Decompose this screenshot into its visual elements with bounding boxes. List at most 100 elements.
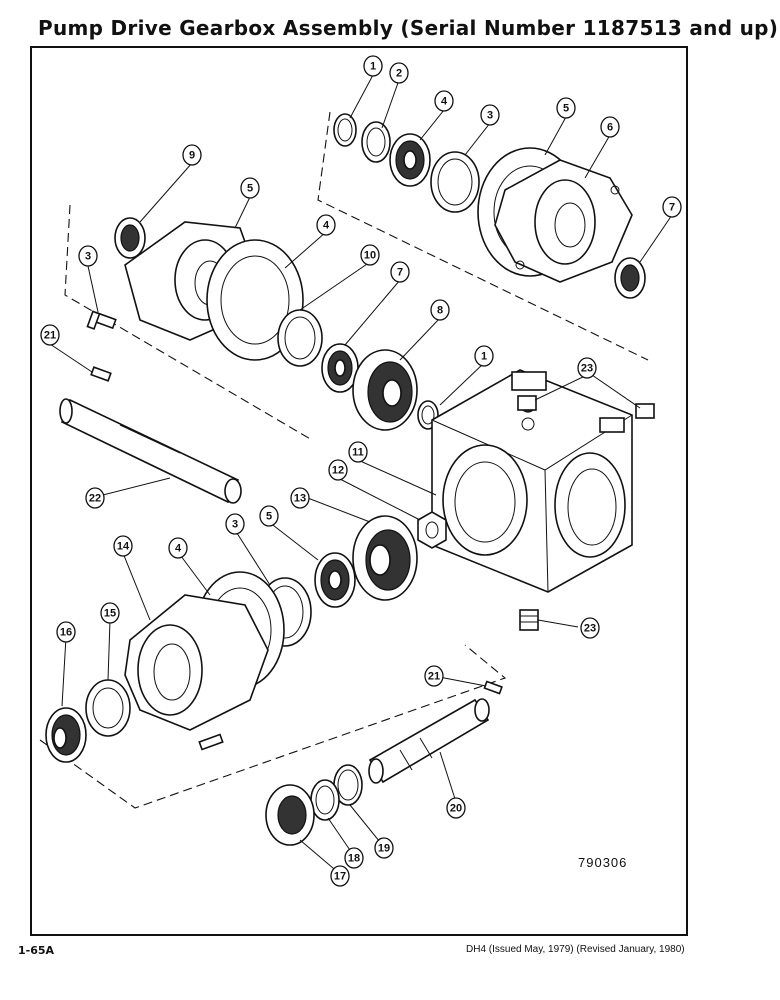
page-title: Pump Drive Gearbox Assembly (Serial Numb… [38,16,779,40]
callout-19: 19 [374,837,394,859]
callout-18: 18 [344,847,364,869]
page-number: 1-65A [18,944,55,957]
callout-7: 7 [390,261,410,283]
callout-4: 4 [168,537,188,559]
callout-21: 21 [40,324,60,346]
callout-2: 2 [389,62,409,84]
callout-number: 3 [487,110,493,122]
key-21-lower [483,680,503,695]
callout-5: 5 [556,97,576,119]
hex-nut-12 [417,511,447,549]
callout-5: 5 [259,505,279,527]
callout-number: 1 [370,61,376,73]
callout-12: 12 [328,459,348,481]
callout-11: 11 [348,441,368,463]
callout-number: 22 [89,493,101,505]
callout-number: 1 [481,351,487,363]
callout-21: 21 [424,665,444,687]
callout-22: 22 [85,487,105,509]
callout-3: 3 [78,245,98,267]
callout-number: 5 [563,103,569,115]
callout-20: 20 [446,797,466,819]
callout-8: 8 [430,299,450,321]
callout-15: 15 [100,602,120,624]
callout-number: 5 [266,511,272,523]
oil-seal-7-right [614,257,646,299]
key-21-upper [90,366,112,382]
callout-3: 3 [225,513,245,535]
pipe-plug-23-bottom [519,609,539,631]
upper-left-group-outline [64,204,313,441]
callout-number: 13 [294,493,306,505]
callout-number: 16 [60,627,72,639]
retaining-ring-1-top [333,113,357,147]
cone-bearing-16 [45,707,87,763]
bearing-cover-6 [494,159,633,283]
lower-group-outline [39,644,507,809]
snap-ring-18 [310,779,340,821]
callout-23: 23 [580,617,600,639]
callout-23: 23 [577,357,597,379]
callout-number: 4 [323,220,330,232]
shim-2 [361,121,391,163]
oil-seal-17 [265,784,315,846]
callout-number: 4 [175,543,182,555]
diagram-frame [30,46,688,936]
pipe-plug-23-right [635,403,655,419]
callout-4: 4 [434,90,454,112]
callout-number: 6 [607,122,613,134]
input-shaft-22 [59,398,242,504]
cone-bearing-4-top [389,133,431,187]
callout-number: 18 [348,853,360,865]
callout-number: 12 [332,465,344,477]
callout-number: 9 [189,150,195,162]
exploded-view-drawing: 1243567953410782112311122213534141516232… [39,55,682,887]
callout-number: 3 [85,251,91,263]
callout-5: 5 [240,177,260,199]
callout-16: 16 [56,621,76,643]
callout-1: 1 [474,345,494,367]
callout-number: 7 [397,267,403,279]
callout-6: 6 [600,116,620,138]
callout-10: 10 [360,244,380,266]
figure-number: 790306 [578,855,627,870]
callout-7: 7 [662,196,682,218]
callout-number: 17 [334,871,346,883]
callout-14: 14 [113,535,133,557]
callout-number: 3 [232,519,238,531]
callout-4: 4 [316,214,336,236]
capscrew-8 [86,310,117,330]
callout-number: 23 [581,363,593,375]
callout-leaders [49,74,673,875]
pipe-plug-23-top [517,395,537,411]
callout-number: 14 [117,541,130,553]
callout-number: 8 [437,305,443,317]
cone-bearing-4-low [314,552,356,608]
callout-9: 9 [182,144,202,166]
callout-1: 1 [363,55,383,77]
callout-13: 13 [290,487,310,509]
bearing-cup-3-mid [277,309,323,367]
bearing-cage-14 [124,594,269,751]
callout-number: 15 [104,608,116,620]
callout-number: 19 [378,843,390,855]
publication-info: DH4 (Issued May, 1979) (Revised January,… [466,944,685,955]
bevel-gear-10 [352,349,418,431]
callout-number: 2 [396,68,402,80]
output-shaft-20 [368,698,490,784]
bearing-cup-3-top [430,151,480,213]
callout-number: 7 [669,202,675,214]
callout-number: 21 [428,671,440,683]
oil-seal-7-left [114,217,146,259]
callout-number: 23 [584,623,596,635]
callout-number: 21 [44,330,56,342]
bevel-gear-13 [352,515,418,601]
gearbox-housing-11 [431,369,633,593]
upper-right-group-outline [317,111,649,361]
cone-bearing-4-mid [321,343,359,393]
callout-3: 3 [480,104,500,126]
callout-17: 17 [330,865,350,887]
callout-number: 4 [441,96,448,108]
shim-19 [333,764,363,806]
